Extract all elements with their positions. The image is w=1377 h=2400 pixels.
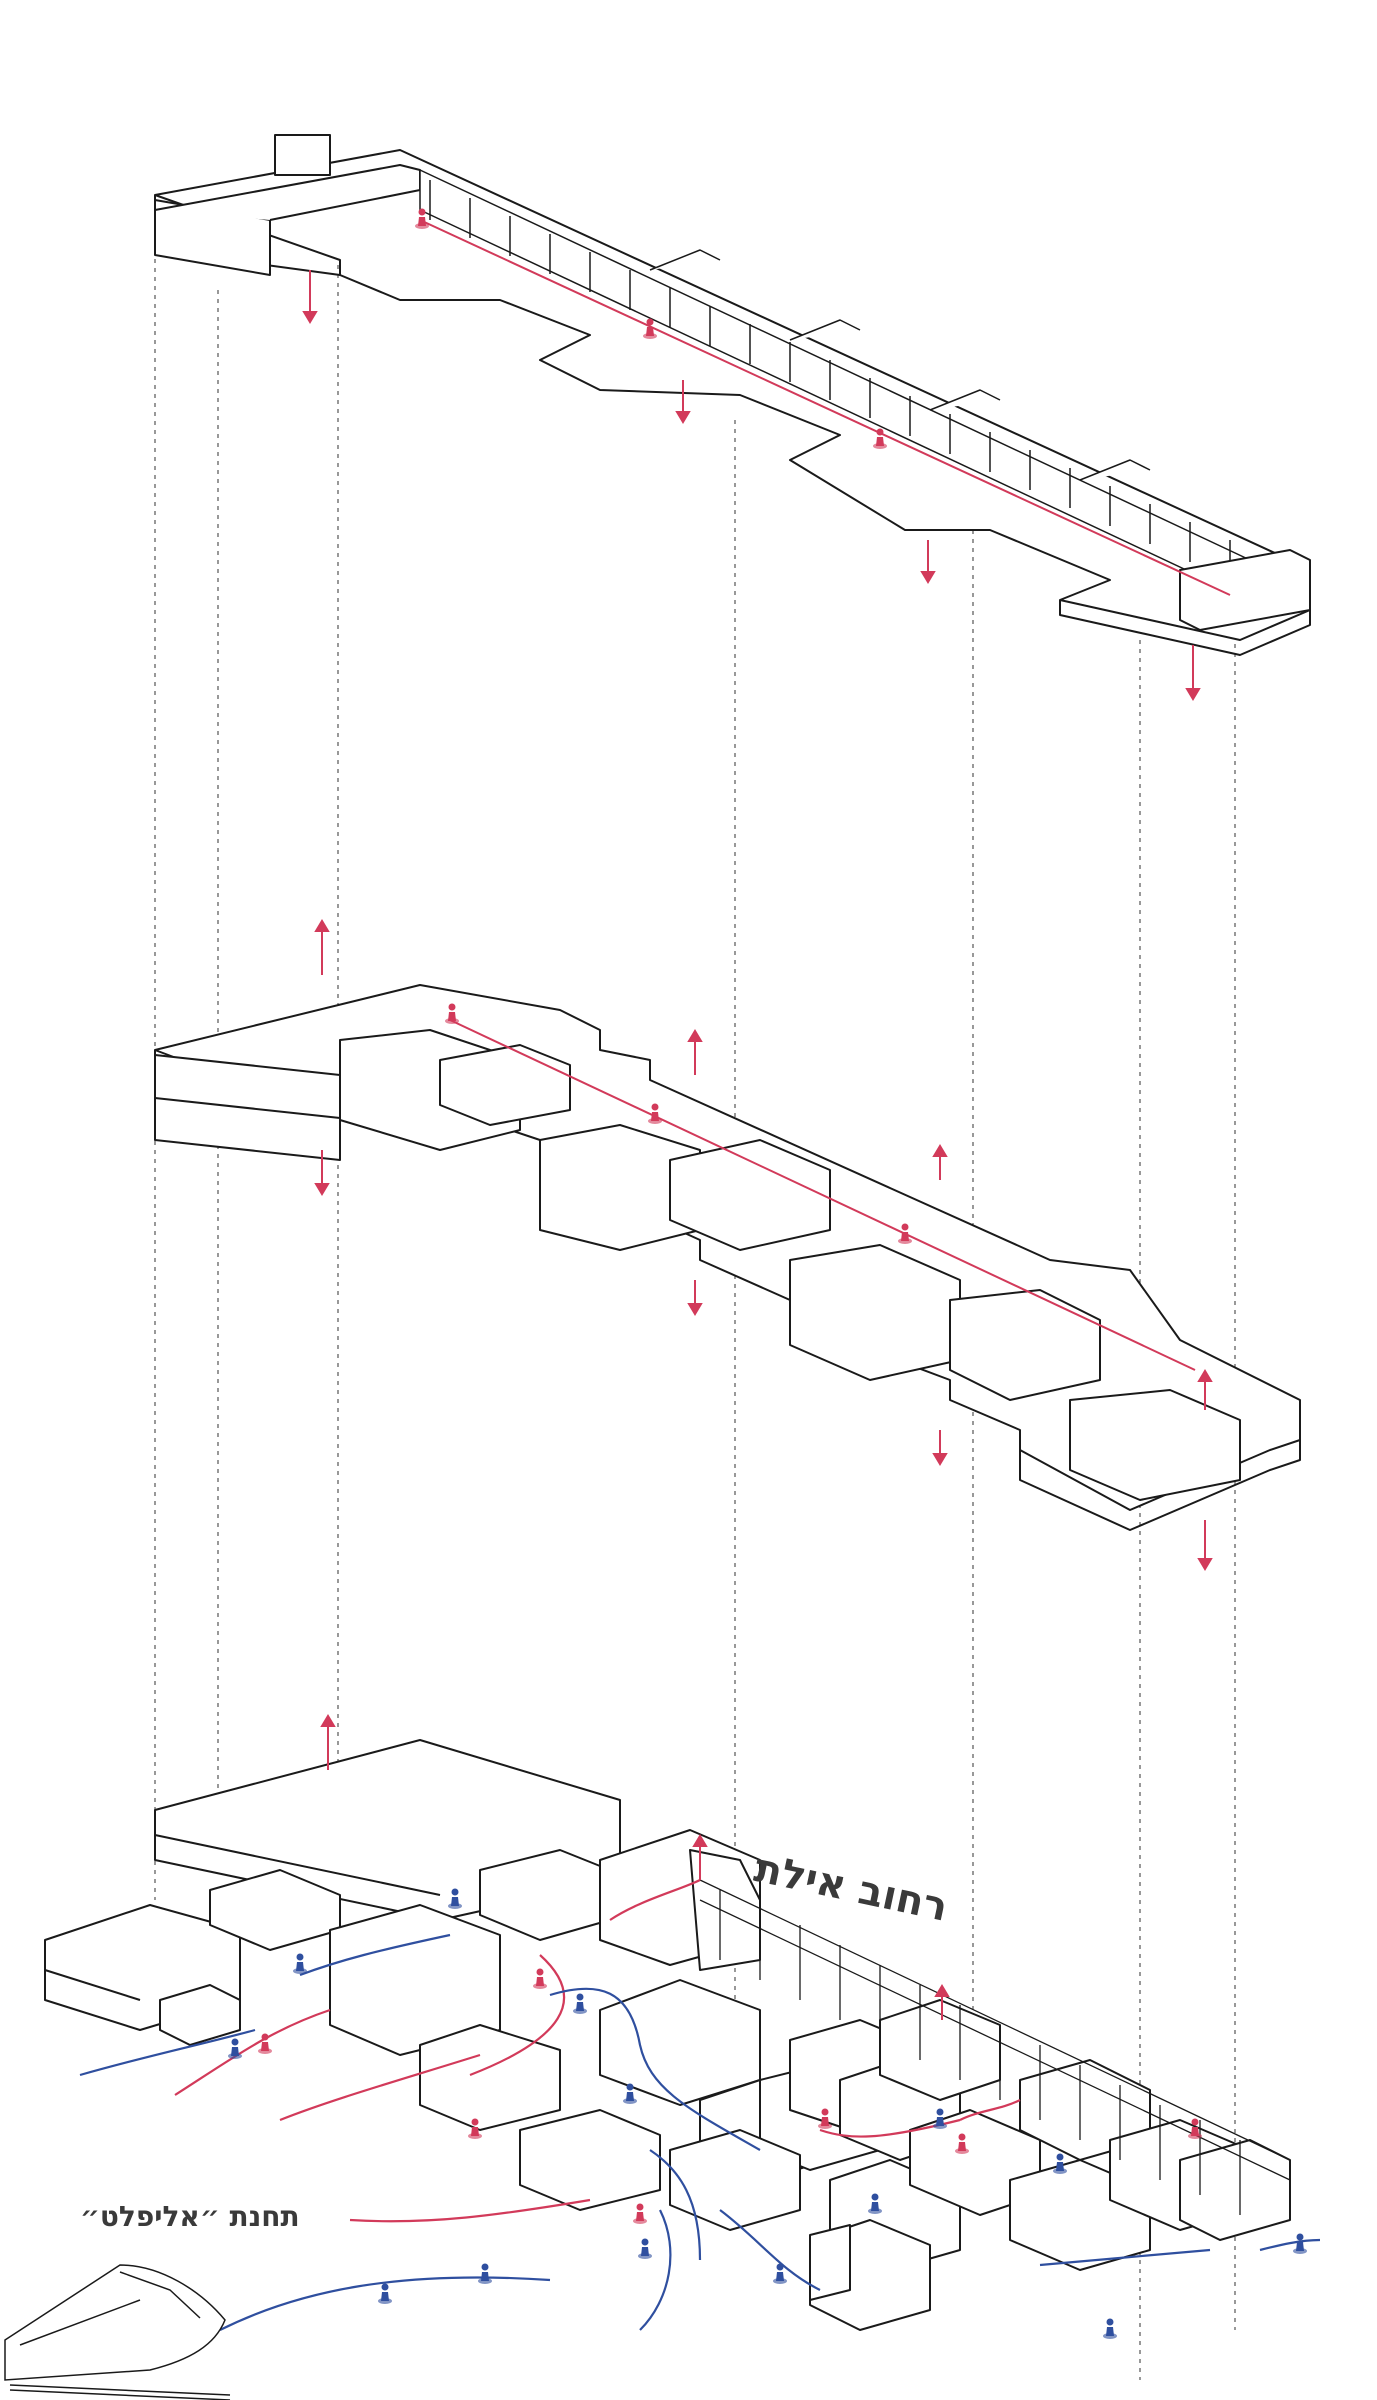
top-floor-plate	[154, 134, 1311, 656]
pedestrian-paths-red	[174, 1879, 1021, 2223]
ground-floor-arrows	[320, 1714, 950, 2020]
train-icon	[4, 2264, 231, 2400]
ground-floor-buildings	[44, 1739, 1291, 2331]
middle-floor-arrows	[314, 919, 1213, 1571]
top-floor-arrows	[302, 270, 1201, 701]
pedestrian-paths-blue	[79, 1933, 1321, 2331]
middle-floor-plate	[154, 984, 1301, 1531]
circulation-line-top	[419, 219, 1231, 596]
station-label: תחנת ״אליפלט״	[80, 2200, 300, 2233]
circulation-line-middle	[449, 1019, 1196, 1371]
